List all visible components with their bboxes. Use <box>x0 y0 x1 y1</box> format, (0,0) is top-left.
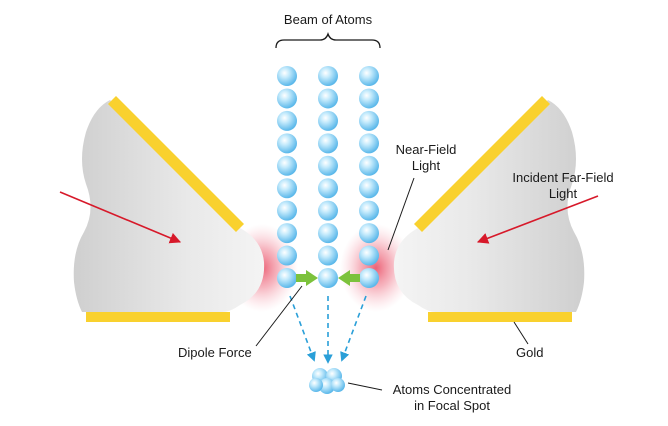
focal-spot-atoms <box>309 368 345 394</box>
beam-atom <box>277 245 297 266</box>
beam-atom <box>359 133 379 154</box>
beam-atom <box>277 88 297 109</box>
beam-atom <box>359 178 379 199</box>
beam-atom <box>318 66 338 86</box>
beam-atom <box>359 110 379 131</box>
left-gold-coating-slope <box>108 96 244 232</box>
leader-near-field <box>387 177 415 251</box>
dipole-force-arrow-right <box>338 270 360 286</box>
beam-atom <box>318 110 338 131</box>
beam-atom <box>359 223 379 244</box>
beam-atom <box>277 200 297 221</box>
incident-light-label-line2: Light <box>548 186 578 201</box>
left-gold-coating-base <box>86 312 230 322</box>
leader-focal-spot <box>347 382 383 391</box>
beam-atom <box>359 155 379 176</box>
beam-atom <box>318 268 338 288</box>
dipole-force-label: Dipole Force <box>178 345 252 360</box>
beam-atom <box>277 178 297 199</box>
beam-atom <box>277 110 297 131</box>
beam-atom <box>318 155 338 176</box>
beam-atom <box>277 66 297 86</box>
right-probe-body <box>393 100 585 312</box>
near-field-label-line2: Light <box>411 158 441 173</box>
beam-atom <box>277 223 297 244</box>
trajectory-arrow-right <box>340 295 367 362</box>
gold-label: Gold <box>516 345 544 360</box>
beam-atom <box>359 268 379 288</box>
incident-light-arrow-left <box>59 191 182 244</box>
atom-beam <box>277 66 379 288</box>
right-gold-coating-base <box>428 312 572 322</box>
beam-atom <box>318 133 338 154</box>
near-field-label-line1: Near-Field <box>395 142 457 157</box>
beam-of-atoms-label: Beam of Atoms <box>283 12 373 27</box>
beam-atom <box>277 268 297 288</box>
beam-brace <box>275 31 381 49</box>
focal-spot-label-line2: in Focal Spot <box>414 398 490 413</box>
focal-spot-label-line1: Atoms Concentrated <box>392 382 512 397</box>
beam-atom <box>359 245 379 266</box>
beam-atom <box>359 66 379 86</box>
beam-atom <box>318 88 338 109</box>
trajectory-arrow-left <box>289 295 316 362</box>
leader-dipole <box>255 285 303 347</box>
beam-atom <box>318 245 338 266</box>
incident-light-label-line1: Incident Far-Field <box>512 170 614 185</box>
beam-atom <box>359 88 379 109</box>
incident-light-arrow-right <box>476 195 599 244</box>
leader-gold <box>513 321 529 345</box>
left-probe-body <box>73 100 265 312</box>
dipole-force-arrow-left <box>296 270 318 286</box>
beam-atom <box>318 200 338 221</box>
beam-atom <box>318 178 338 199</box>
beam-atom <box>277 155 297 176</box>
right-gold-coating-slope <box>414 96 550 232</box>
beam-atom <box>318 223 338 244</box>
beam-atom <box>359 200 379 221</box>
beam-atom <box>277 133 297 154</box>
near-field-glow-right <box>340 224 412 312</box>
